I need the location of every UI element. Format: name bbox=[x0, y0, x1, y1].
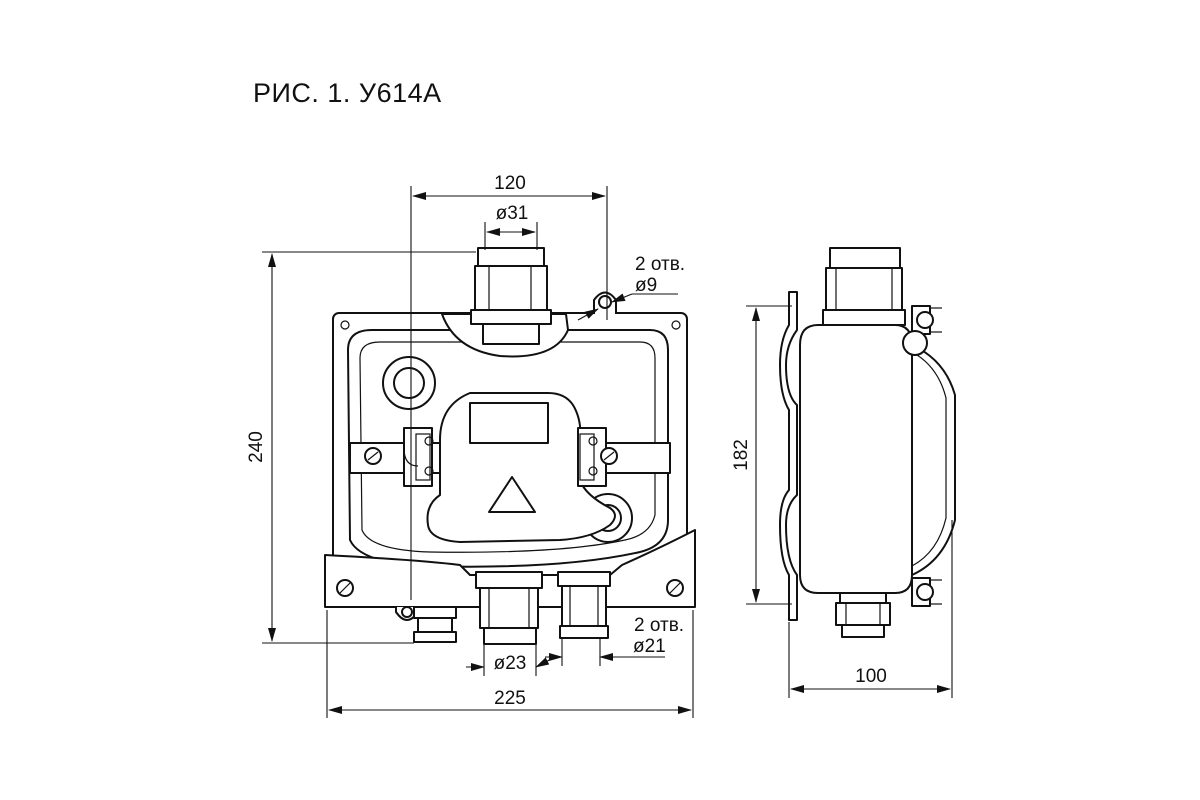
terminal-clamp-right bbox=[577, 427, 618, 487]
warning-triangle-icon bbox=[488, 476, 536, 513]
top-cable-gland bbox=[470, 247, 552, 345]
cable-entry-left-inner bbox=[393, 367, 425, 399]
dim-holes-bottom-count: 2 отв. bbox=[634, 615, 684, 636]
bottom-mount-lug bbox=[395, 606, 419, 621]
housing-body bbox=[347, 329, 669, 568]
side-top-hinge bbox=[902, 305, 942, 356]
dim-gland-top-diameter: ø31 bbox=[496, 203, 529, 224]
figure-title: РИС. 1. У614А bbox=[253, 78, 442, 108]
side-bottom-hinge bbox=[911, 577, 942, 607]
side-dimensions: 182 100 bbox=[731, 305, 953, 698]
plate-hole-top-right bbox=[671, 320, 681, 330]
dim-holes-top-diameter: ø9 bbox=[635, 275, 657, 296]
bottom-left-nut bbox=[413, 606, 457, 619]
dim-side-height: 182 bbox=[731, 439, 752, 471]
plate-hole-top-left bbox=[340, 320, 350, 330]
dim-width-total: 225 bbox=[494, 688, 526, 709]
dim-gland-bottom-small-diameter: ø21 bbox=[633, 636, 666, 657]
dim-gland-bottom-large-diameter: ø23 bbox=[494, 653, 527, 674]
side-mount-bracket bbox=[779, 291, 798, 621]
dim-side-depth: 100 bbox=[855, 666, 887, 687]
top-mount-lug bbox=[593, 291, 617, 314]
side-housing bbox=[799, 324, 913, 594]
side-view bbox=[779, 247, 956, 638]
bottom-gland-small bbox=[557, 571, 611, 639]
cover-window bbox=[469, 402, 549, 444]
dim-width-top: 120 bbox=[494, 173, 526, 194]
terminal-clamp-left bbox=[364, 427, 434, 487]
bottom-gland-large bbox=[475, 571, 543, 645]
dim-height-total: 240 bbox=[246, 431, 267, 463]
housing-inner-rim bbox=[359, 341, 656, 553]
side-lid bbox=[911, 344, 956, 576]
front-view bbox=[324, 247, 696, 645]
side-bottom-gland bbox=[835, 592, 891, 638]
side-top-gland bbox=[822, 247, 906, 326]
dim-holes-top-count: 2 отв. bbox=[635, 254, 685, 275]
front-dimensions: 120 ø31 2 отв. ø9 240 ø23 2 отв. ø21 bbox=[246, 173, 694, 718]
